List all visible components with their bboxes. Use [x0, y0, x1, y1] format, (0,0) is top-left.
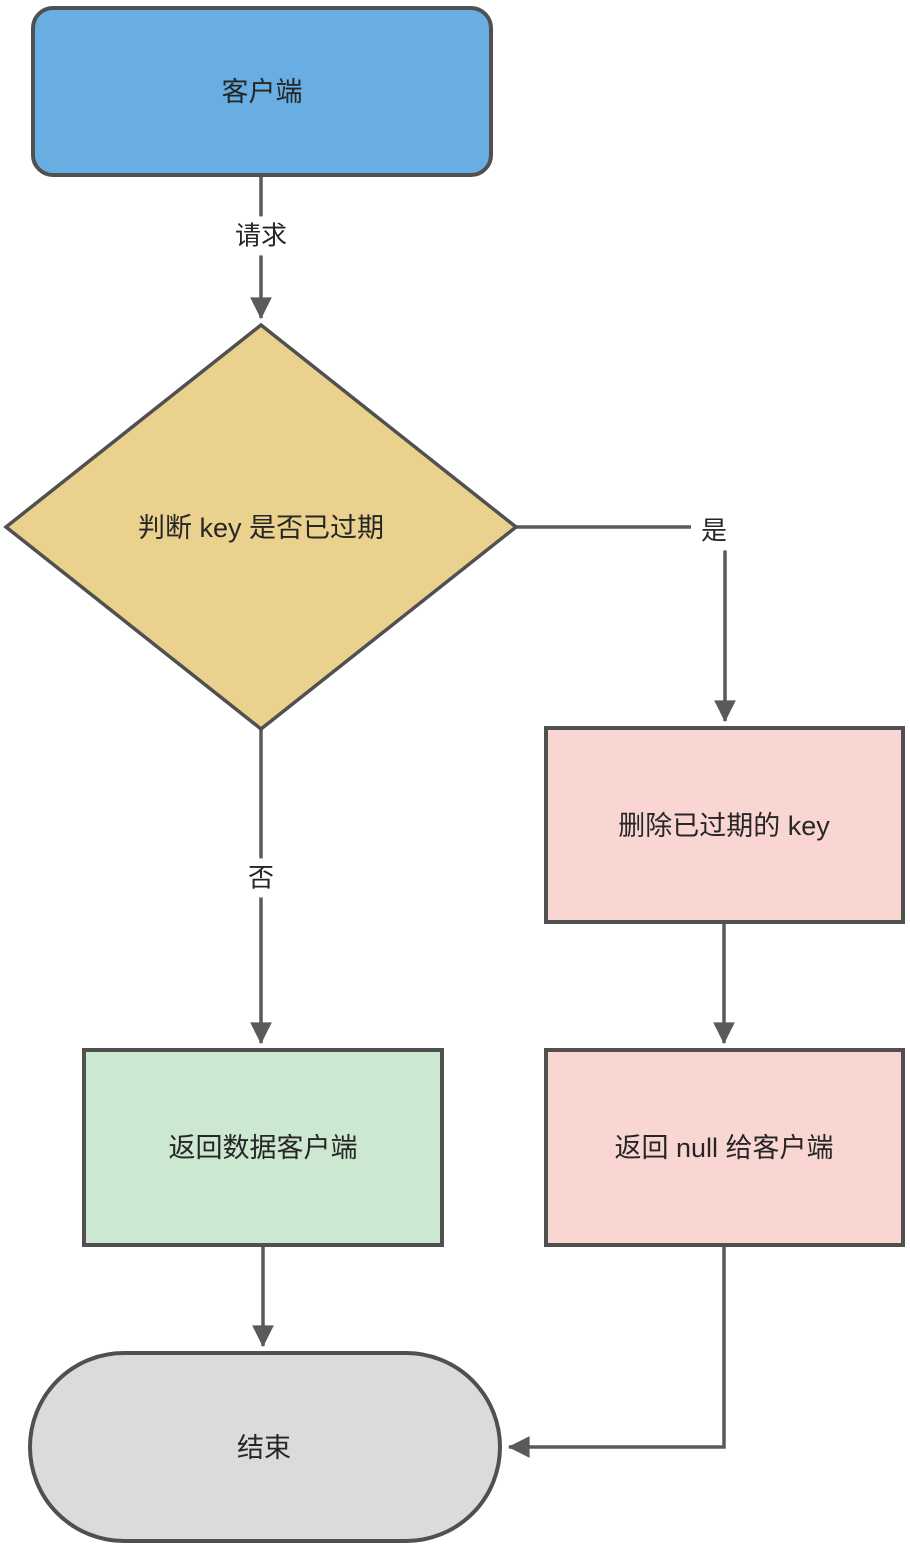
node-return-data-label: 返回数据客户端 — [168, 1132, 358, 1163]
node-return-data-shape — [82, 1048, 444, 1247]
edge-label-yes: 是 — [690, 511, 738, 551]
node-end-shape — [28, 1351, 502, 1543]
node-return-null-shape — [544, 1048, 905, 1247]
node-end-label: 结束 — [237, 1432, 291, 1463]
node-decision-label: 判断 key 是否已过期 — [137, 512, 385, 543]
node-client-label: 客户端 — [221, 76, 303, 107]
node-client-shape — [31, 6, 493, 177]
node-delete-key-label: 删除已过期的 key — [618, 810, 830, 841]
node-decision-shape — [3, 322, 519, 732]
node-delete-key-shape — [544, 726, 905, 924]
edge-return-null-to-end — [507, 1245, 726, 1458]
node-return-null-label: 返回 null 给客户端 — [614, 1132, 834, 1163]
edge-label-no: 否 — [237, 858, 285, 898]
edge-label-request: 请求 — [224, 216, 298, 256]
edge-decision-to-delete-yes — [516, 525, 736, 723]
